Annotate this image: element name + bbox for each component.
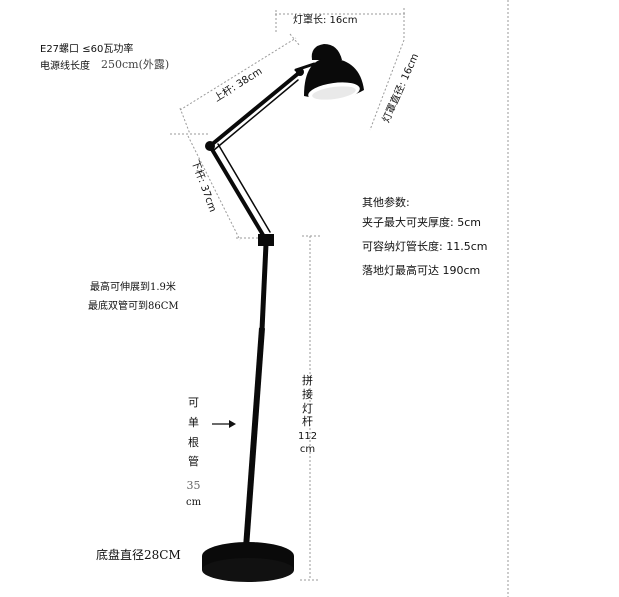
tube-value: 11.5cm	[446, 240, 488, 253]
single-tube-label: 可 单 根 管 35 cm	[186, 396, 201, 509]
shade-joint	[296, 68, 304, 76]
shade-top	[311, 44, 342, 60]
tube-length: 可容纳灯管长度: 11.5cm	[362, 238, 487, 254]
lower-arm-spring	[217, 143, 271, 233]
max-height: 落地灯最高可达 190cm	[362, 262, 480, 278]
upper-arm-guide	[179, 37, 297, 111]
clip-thickness: 夹子最大可夹厚度: 5cm	[362, 214, 481, 230]
cord-length-value: 250cm	[101, 58, 139, 71]
upper-arm-tick-end	[289, 33, 301, 47]
pole-char-1: 拼	[302, 374, 314, 387]
arm-clip	[258, 234, 274, 246]
single-tube-value: 35	[186, 479, 201, 492]
lamp-base-bottom	[202, 558, 294, 582]
tube-label: 可容纳灯管长度:	[362, 240, 443, 253]
clip-value: 5cm	[457, 216, 481, 229]
arrow-icon	[229, 420, 236, 428]
bulb-glow	[312, 86, 356, 100]
clip-label: 夹子最大可夹厚度:	[362, 216, 454, 229]
other-params-title: 其他参数:	[362, 196, 410, 209]
single-tube-char-1: 可	[188, 396, 200, 409]
shade-length-label: 灯罩长: 16cm	[293, 15, 358, 26]
lower-arm	[208, 144, 268, 242]
pole-length-label: 拼 接 灯 杆 112 cm	[298, 374, 317, 456]
cord-length-note: (外露)	[138, 58, 170, 71]
pole-char-4: 杆	[302, 415, 314, 429]
pole-unit: cm	[299, 443, 316, 455]
extension-max: 最高可伸展到1.9米	[90, 282, 176, 293]
pole-char-2: 接	[302, 387, 314, 401]
spec-cord-length: 250cm(外露)	[101, 56, 169, 72]
pole-value: 112	[298, 431, 318, 442]
upper-arm-tick	[179, 107, 191, 135]
lower-pole	[243, 327, 265, 549]
spec-cord-label: 电源线长度	[40, 61, 90, 72]
extension-min: 最底双管可到86CM	[88, 301, 179, 312]
single-tube-char-4: 管	[188, 455, 200, 469]
elbow-joint	[205, 141, 215, 151]
base-diameter-label: 底盘直径28CM	[96, 548, 181, 562]
shade-diameter-guide	[369, 39, 405, 131]
lower-arm-guide	[187, 135, 241, 241]
height-label: 落地灯最高可达	[362, 264, 439, 277]
single-tube-char-2: 单	[188, 415, 200, 429]
upper-arm-spring	[213, 79, 299, 151]
spec-bulb-power: E27螺口 ≤60瓦功率	[40, 44, 134, 55]
pole-char-3: 灯	[302, 401, 314, 415]
upper-pole	[259, 243, 269, 331]
single-tube-char-3: 根	[188, 435, 200, 449]
height-value: 190cm	[442, 264, 481, 277]
single-tube-unit: cm	[186, 496, 202, 508]
upper-arm	[208, 70, 302, 148]
